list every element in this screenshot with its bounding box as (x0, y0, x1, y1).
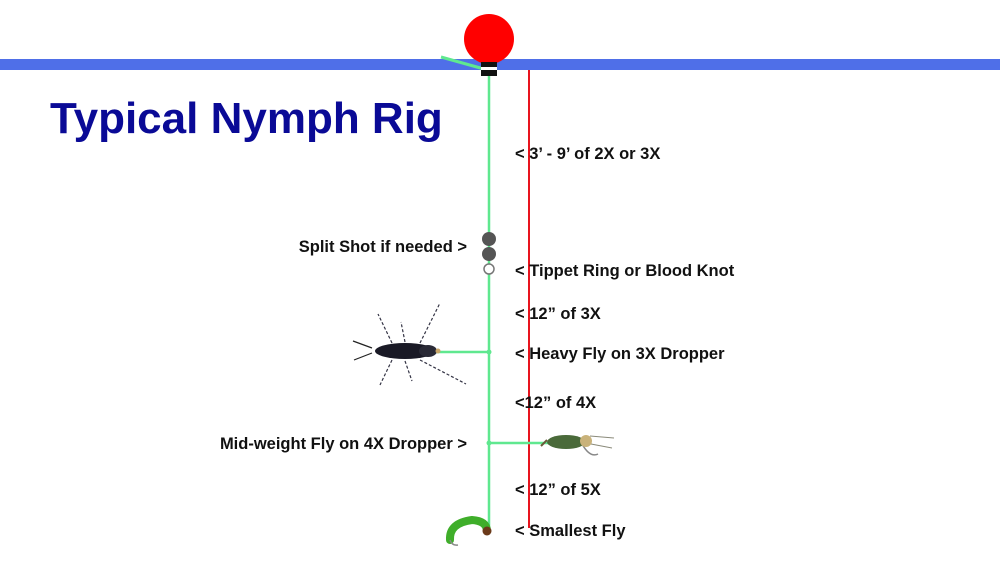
dropper-knot (486, 440, 492, 446)
fly-line (440, 55, 485, 71)
page-title: Typical Nymph Rig (50, 94, 443, 143)
indicator-stem-band (481, 67, 497, 70)
strike-indicator-icon (464, 14, 514, 64)
tippet-ring-label: < Tippet Ring or Blood Knot (515, 262, 735, 280)
caddis-larva-icon (446, 515, 492, 546)
section-4x-label: <12” of 4X (515, 394, 597, 412)
smallest-fly-label: < Smallest Fly (515, 522, 626, 540)
beadhead-nymph-icon (540, 435, 615, 456)
water-surface (0, 59, 1000, 70)
split-shot-label: Split Shot if needed > (298, 238, 467, 256)
stonefly-nymph-icon (352, 302, 467, 386)
mid-fly-label: Mid-weight Fly on 4X Dropper > (219, 435, 467, 453)
leader-length-label: < 3’ - 9’ of 2X or 3X (515, 145, 661, 163)
section-3x-label: < 12” of 3X (515, 305, 601, 323)
section-5x-label: < 12” of 5X (515, 481, 601, 499)
dropper-knot (486, 349, 492, 355)
split-shot-icon (482, 232, 496, 246)
split-shot-icon (482, 247, 496, 261)
heavy-fly-label: < Heavy Fly on 3X Dropper (515, 345, 725, 363)
tippet-ring-icon (483, 263, 495, 275)
